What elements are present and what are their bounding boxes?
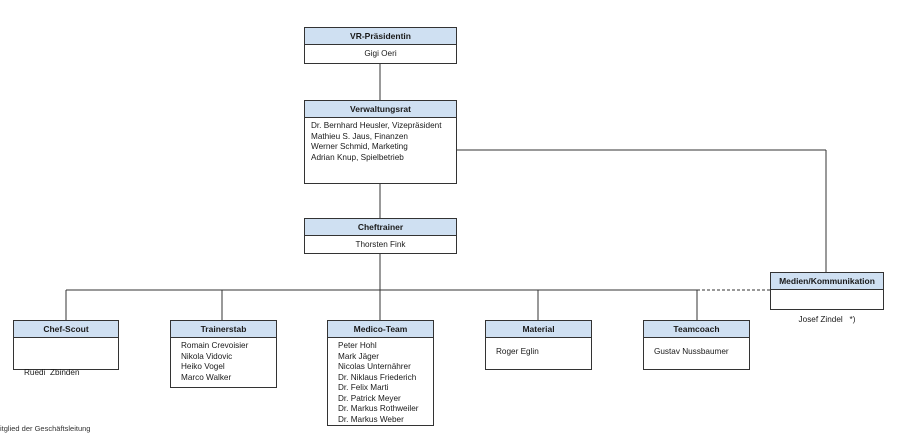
verwaltungsrat-member: Dr. Bernhard Heusler, Vizepräsident [311,121,442,130]
trainerstab-member: Marco Walker [181,372,232,382]
trainerstab-member: Romain Crevoisier [181,341,249,350]
vr-praesidentin-name: Gigi Oeri [364,49,397,58]
chef-scout-box: Chef-Scout Ruedi Zbinden [13,320,119,377]
verwaltungsrat-box: Verwaltungsrat Dr. Bernhard Heusler, Viz… [304,100,457,184]
chef-scout-title: Chef-Scout [14,321,118,338]
material-name: Roger Eglin [496,347,539,356]
medico-team-member: Dr. Niklaus Friederich [338,372,417,382]
medico-team-member: Peter Hohl [338,341,377,350]
verwaltungsrat-member: Adrian Knup, Spielbetrieb [311,152,404,162]
vr-praesidentin-box: VR-Präsidentin Gigi Oeri [304,27,457,64]
medico-team-member: Dr. Felix Marti [338,383,389,392]
medico-team-title: Medico-Team [328,321,433,338]
teamcoach-name: Gustav Nussbaumer [654,347,729,356]
medico-team-member: Nicolas Unternährer [338,362,411,371]
teamcoach-box: Teamcoach Gustav Nussbaumer [643,320,750,370]
trainerstab-member: Nikola Vidovic [181,351,233,361]
verwaltungsrat-member: Mathieu S. Jaus, Finanzen [311,131,408,141]
verwaltungsrat-title: Verwaltungsrat [305,101,456,118]
teamcoach-title: Teamcoach [644,321,749,338]
trainerstab-title: Trainerstab [171,321,276,338]
medico-team-member: Mark Jäger [338,351,379,361]
medico-team-member: Dr. Markus Weber [338,414,404,424]
trainerstab-box: Trainerstab Romain Crevoisier Nikola Vid… [170,320,277,388]
medico-team-member: Dr. Markus Rothweiler [338,404,419,413]
medien-kommunikation-name: Josef Zindel *) [798,315,856,324]
material-box: Material Roger Eglin [485,320,592,370]
cheftrainer-title: Cheftrainer [305,219,456,236]
material-title: Material [486,321,591,338]
medico-team-member: Dr. Patrick Meyer [338,393,401,403]
verwaltungsrat-member: Werner Schmid, Marketing [311,142,408,151]
medico-team-box: Medico-Team Peter Hohl Mark Jäger Nicola… [327,320,434,426]
cheftrainer-name: Thorsten Fink [355,240,406,249]
footnote: itglied der Geschäftsleitung [0,424,91,433]
cheftrainer-box: Cheftrainer Thorsten Fink [304,218,457,254]
vr-praesidentin-title: VR-Präsidentin [305,28,456,45]
chef-scout-name: Ruedi Zbinden [24,368,80,377]
medien-kommunikation-title: Medien/Kommunikation [771,273,883,290]
trainerstab-member: Heiko Vogel [181,362,225,371]
medien-kommunikation-box: Medien/Kommunikation Josef Zindel *) [770,272,884,324]
